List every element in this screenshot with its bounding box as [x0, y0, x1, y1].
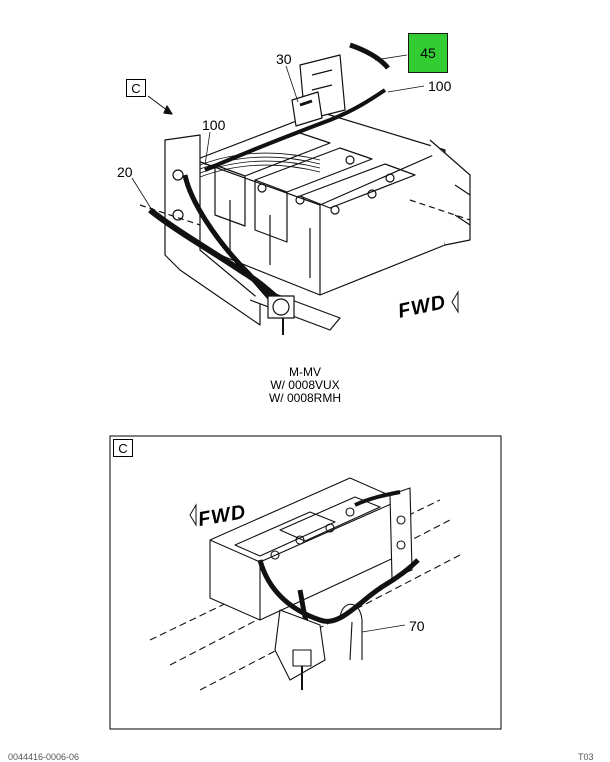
view-c-tag-lower: C: [113, 439, 133, 457]
diagram-caption: M-MV W/ 0008VUX W/ 0008RMH: [200, 366, 410, 405]
upper-assembly: [131, 42, 471, 335]
detail-c-frame: [109, 435, 502, 730]
caption-line-option-1: W/ 0008VUX: [270, 378, 340, 392]
callout-30[interactable]: 30: [276, 51, 292, 67]
caption-line-option-2: W/ 0008RMH: [268, 391, 342, 405]
caption-line-model: M-MV: [289, 365, 321, 379]
view-c-tag-lower-label: C: [118, 440, 128, 456]
callout-100-top[interactable]: 100: [428, 78, 452, 94]
footer-left-code: 0044416-0006-06: [8, 752, 80, 762]
view-c-tag-upper: C: [126, 79, 146, 97]
callout-70[interactable]: 70: [409, 618, 425, 634]
callout-20[interactable]: 20: [117, 164, 133, 180]
callout-100-left[interactable]: 100: [202, 117, 226, 133]
lower-assembly: [149, 477, 461, 691]
fwd-arrow-lower-icon: [189, 503, 197, 527]
view-c-tag-upper-label: C: [131, 80, 141, 96]
fwd-arrow-upper-icon: [451, 290, 459, 314]
footer-right-code: T03: [578, 752, 594, 762]
callout-45-box[interactable]: 45: [408, 33, 448, 73]
callout-45-label: 45: [420, 45, 436, 61]
